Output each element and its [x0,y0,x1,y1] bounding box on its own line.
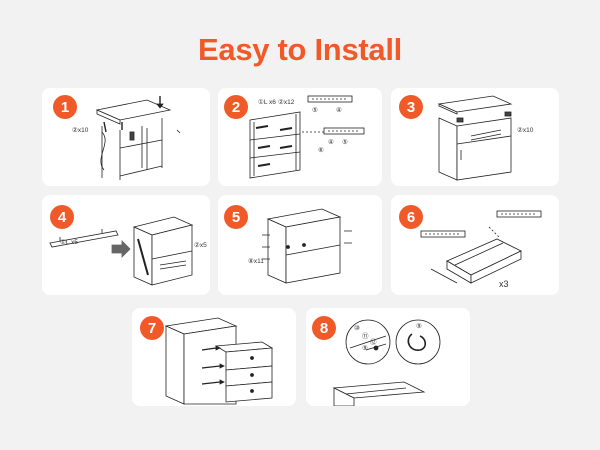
step-8-label-1: ⑩ [354,325,360,332]
step-2-card: 2 ①L x6 ②x12 ⑤ ④ ④ ⑤ ⑥ [218,88,382,186]
step-5-card: 5 ⑧x11 [218,195,382,295]
step-7-card: 7 [132,308,296,406]
step-4-badge: 4 [50,205,74,229]
step-7-badge: 7 [140,316,164,340]
step-5-illustration [262,208,352,284]
step-2-label-7: ⑥ [318,147,324,154]
step-6-card: 6 x3 [391,195,559,295]
step-1-card: 1 ②x10 [42,88,210,186]
page-title: Easy to Install [198,32,402,67]
step-7-illustration [164,317,274,405]
step-2-illustration [249,95,365,179]
step-3-label-screws: ②x10 [517,127,534,134]
step-2-label-1: ①L x6 [258,99,276,106]
step-2-label-5: ④ [328,139,334,146]
step-8-label-2: ⑪ [362,333,369,340]
step-8-label-5: ⑨ [416,323,422,330]
step-6-illustration [420,210,542,284]
step-4-label-dowels: ②x5 [194,242,207,249]
step-8-label-3: ⑫ [370,339,377,346]
step-4-illustration [49,216,194,286]
step-4-card: 4 ①L x5 ②x5 [42,195,210,295]
step-2-label-2: ②x12 [278,99,295,106]
step-1-badge: 1 [53,95,77,119]
step-2-label-3: ⑤ [312,107,318,114]
step-5-label-screws: ⑧x11 [248,258,264,265]
step-2-label-6: ⑤ [342,139,348,146]
step-3-badge: 3 [399,95,423,119]
step-5-badge: 5 [224,205,248,229]
step-8-label-4: ⑨ [362,345,368,352]
step-3-illustration [437,95,513,181]
step-6-badge: 6 [399,205,423,229]
step-1-label-screws: ②x10 [72,127,89,134]
step-8-card: 8 ⑩ ⑪ ⑫ ⑨ ⑨ [306,308,470,406]
step-8-illustration [332,319,441,406]
step-6-label-count: x3 [499,279,509,289]
step-8-badge: 8 [312,316,336,340]
step-3-card: 3 ②x10 [391,88,559,186]
step-2-label-4: ④ [336,107,342,114]
step-1-illustration [95,96,181,180]
step-4-label-screws: ①L x5 [60,239,78,246]
step-2-badge: 2 [224,95,248,119]
